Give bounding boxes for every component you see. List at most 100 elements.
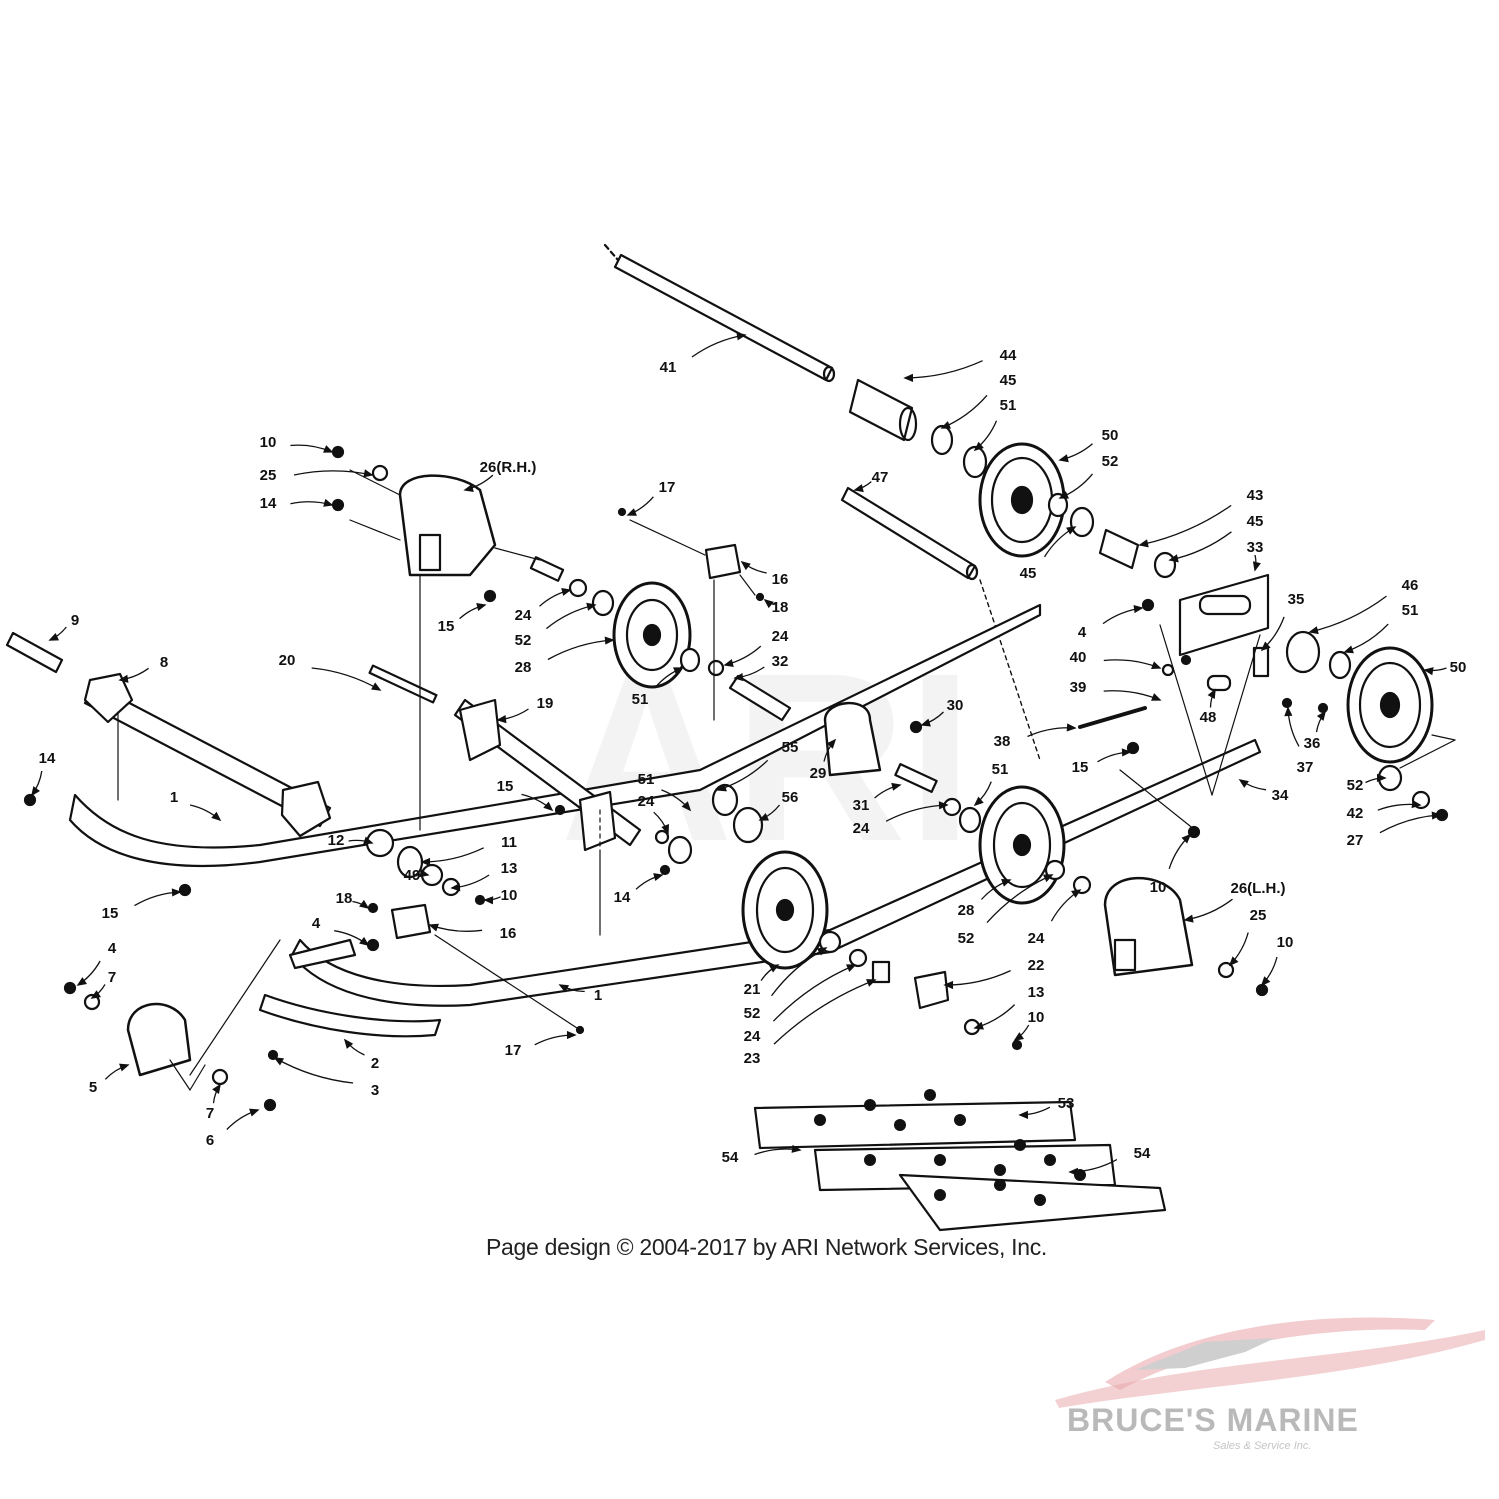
arrowhead-c31	[891, 782, 902, 791]
arrowhead-c10b	[483, 896, 494, 905]
axle-8	[5, 631, 332, 838]
callout-c26rh: 26(R.H.)	[480, 459, 537, 476]
callout-c3: 3	[371, 1082, 379, 1099]
callout-c51a: 51	[1000, 397, 1017, 414]
parts-22-23	[871, 960, 950, 1010]
arrowhead-c7a	[90, 990, 101, 999]
callout-c17b: 17	[505, 1042, 522, 1059]
callout-c24e: 24	[1028, 930, 1045, 947]
arrowhead-c6	[249, 1108, 260, 1117]
arrowhead-c14b	[31, 786, 40, 797]
callout-c35: 35	[1288, 591, 1305, 608]
arrowhead-c54b	[1068, 1167, 1079, 1176]
callout-c7b: 7	[206, 1105, 214, 1122]
callout-c52d: 52	[958, 930, 975, 947]
arrowhead-c1a	[211, 811, 222, 822]
callout-c4b: 4	[312, 915, 321, 932]
arrowhead-c24a	[561, 588, 572, 596]
arrowhead-c30	[920, 718, 931, 727]
callout-c6: 6	[206, 1132, 214, 1149]
callout-c52a: 52	[1102, 453, 1119, 470]
arrowhead-c25b	[1228, 956, 1239, 967]
arrowhead-c15c	[543, 801, 554, 812]
callout-c16a: 16	[772, 571, 789, 588]
wheel-28-lower	[978, 785, 1066, 905]
arrowhead-c24b	[723, 659, 734, 667]
arrowhead-c53	[1018, 1110, 1029, 1119]
arrowhead-c45c	[1066, 526, 1077, 535]
arrowhead-c24f	[846, 964, 857, 972]
arrowhead-c50a	[1058, 454, 1069, 463]
callout-c19: 19	[537, 695, 554, 712]
parts-35-46	[1252, 630, 1352, 680]
callout-c51b: 51	[632, 691, 649, 708]
leader-lines	[31, 332, 1447, 1176]
leader-c25a	[293, 470, 373, 476]
arrowhead-c18b	[359, 899, 370, 909]
callout-c45c: 45	[1020, 565, 1037, 582]
callout-c8: 8	[160, 654, 168, 671]
arrowhead-c36	[1316, 710, 1326, 721]
callout-c10e: 10	[1028, 1009, 1045, 1026]
arrowhead-c35	[1260, 641, 1271, 652]
arrowhead-c24c	[661, 824, 669, 835]
callout-c10b: 10	[501, 887, 518, 904]
callout-c10d: 10	[1277, 934, 1294, 951]
dealer-logo: BRUCE'S MARINE Sales & Service Inc.	[1045, 1290, 1485, 1470]
arrowhead-c52e	[816, 947, 828, 956]
callout-c5: 5	[89, 1079, 97, 1096]
arrowhead-c56	[758, 813, 769, 821]
arrowhead-c13b	[973, 1021, 984, 1030]
callout-c38: 38	[994, 733, 1011, 750]
arrowhead-c10c	[1181, 833, 1192, 844]
callout-c33: 33	[1247, 539, 1264, 556]
callout-c13a: 13	[501, 860, 518, 877]
leader-c39	[1103, 690, 1161, 701]
arrowhead-c33	[1252, 561, 1261, 572]
leader-c11	[421, 847, 484, 863]
bushings-45-51	[930, 424, 988, 479]
arrowhead-c51c	[1343, 645, 1354, 654]
callout-c13b: 13	[1028, 984, 1045, 1001]
callout-c10a: 10	[260, 434, 277, 451]
callout-c4c: 4	[108, 940, 117, 957]
boat-swoosh-icon	[1055, 1317, 1485, 1408]
callout-c1b: 1	[594, 987, 602, 1004]
callout-c32: 32	[772, 653, 789, 670]
leader-c44	[904, 360, 983, 379]
small-washers	[83, 464, 1431, 1086]
arrowhead-c15b	[1121, 748, 1132, 757]
arrowhead-c4c	[76, 977, 87, 986]
callout-c24b: 24	[772, 628, 789, 645]
arrowhead-c20	[371, 682, 382, 691]
callout-c42: 42	[1347, 805, 1364, 822]
leader-c41	[691, 334, 746, 358]
callout-c15b: 15	[1072, 759, 1089, 776]
callout-c37: 37	[1297, 759, 1314, 776]
callout-c28b: 28	[958, 902, 975, 919]
callout-c27: 27	[1347, 832, 1364, 849]
arrowhead-c49	[419, 869, 430, 878]
arrowhead-c26rh	[463, 484, 474, 492]
callout-c23: 23	[744, 1050, 761, 1067]
callout-c54a: 54	[722, 1149, 739, 1166]
callout-c29: 29	[810, 765, 827, 782]
hanger-26-lh	[1103, 876, 1194, 977]
arrowhead-c40	[1151, 661, 1162, 669]
callout-c15c: 15	[497, 778, 514, 795]
callout-c54b: 54	[1134, 1145, 1151, 1162]
callout-c44: 44	[1000, 347, 1017, 364]
callout-c53: 53	[1058, 1095, 1075, 1112]
callout-c18b: 18	[336, 890, 353, 907]
callout-c51e: 51	[992, 761, 1009, 778]
callout-c4a: 4	[1078, 624, 1087, 641]
callout-c52e: 52	[744, 1005, 761, 1022]
arrowhead-c24e	[1071, 889, 1082, 898]
callout-c9: 9	[71, 612, 79, 629]
arrowhead-c32	[733, 672, 744, 682]
callout-c15d: 15	[102, 905, 119, 922]
axle-19	[453, 698, 642, 852]
track-clips-53-54	[753, 1089, 1167, 1232]
